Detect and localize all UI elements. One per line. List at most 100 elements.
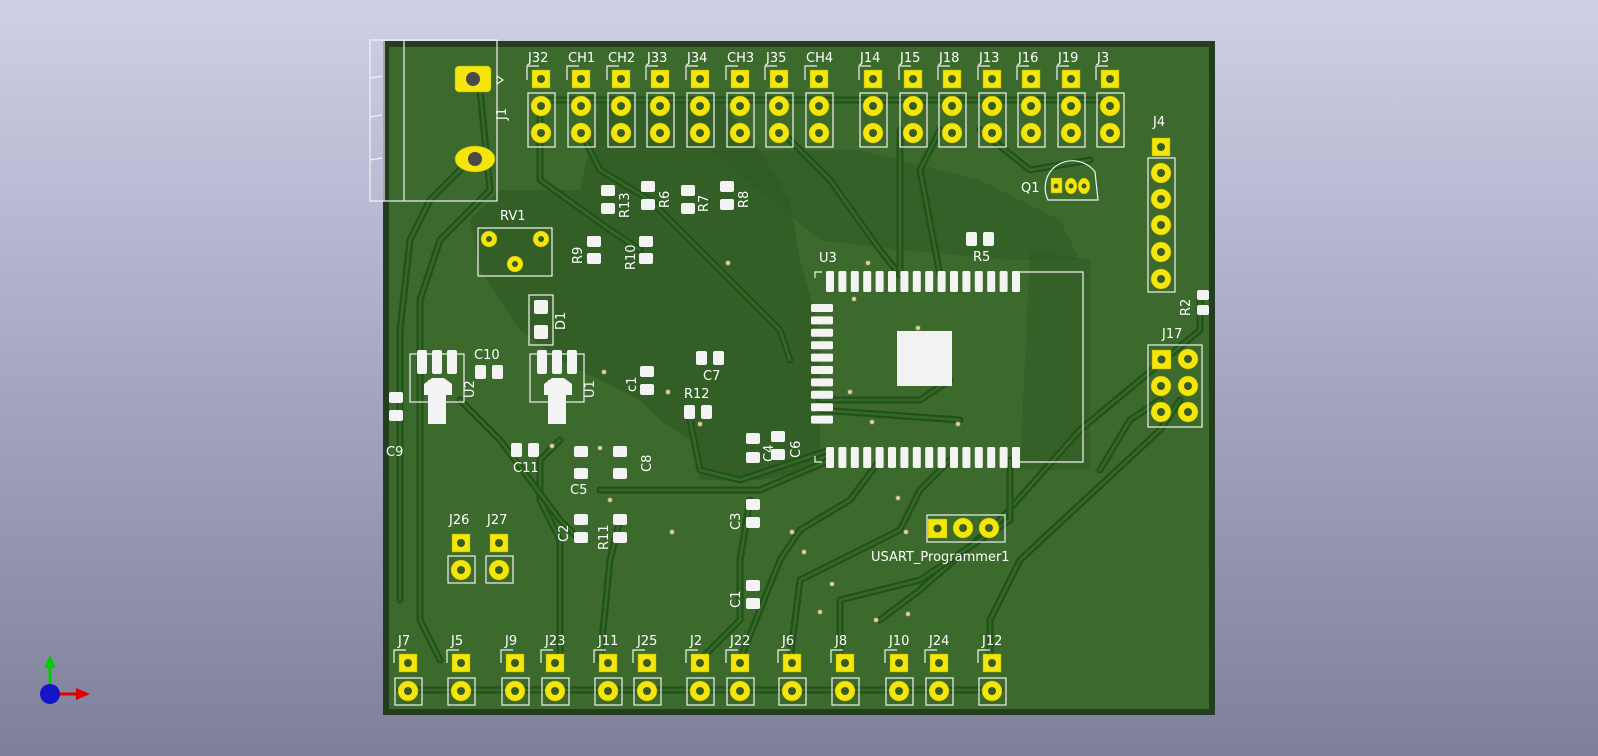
c5-label: C5 — [570, 483, 587, 498]
r11-resistor[interactable]: R11 — [597, 514, 627, 550]
header-j34[interactable]: J34 — [685, 51, 715, 148]
header-j15[interactable]: J15 — [898, 51, 928, 148]
j17-header[interactable]: J17 — [1147, 327, 1203, 428]
c6-capacitor[interactable]: C6 — [771, 431, 804, 460]
rv1-trimmer[interactable]: RV1 — [477, 209, 553, 277]
j27-label: J27 — [486, 513, 507, 528]
header-j11[interactable]: J11 — [593, 634, 623, 706]
u3-microcontroller[interactable]: U3 — [811, 251, 1084, 468]
header-j32[interactable]: J32 — [526, 51, 556, 148]
r9-label: R9 — [571, 247, 586, 264]
header-j3[interactable]: J3 — [1095, 51, 1125, 148]
header-label: CH2 — [608, 51, 635, 66]
header-j9[interactable]: J9 — [500, 634, 530, 706]
header-j14[interactable]: J14 — [858, 51, 888, 148]
c7-label: C7 — [703, 369, 720, 384]
j26-header[interactable]: J26 — [447, 513, 476, 584]
header-j13[interactable]: J13 — [977, 51, 1007, 148]
header-ch4[interactable]: CH4 — [804, 51, 834, 148]
c9-label: C9 — [386, 445, 403, 460]
r12-label: R12 — [684, 387, 710, 402]
header-label: J33 — [646, 51, 667, 66]
r6-label: R6 — [658, 191, 673, 208]
r10-resistor[interactable]: R10 — [624, 236, 653, 270]
j4-header[interactable]: J4 — [1147, 115, 1176, 293]
r2-label: R2 — [1179, 299, 1194, 316]
header-j18[interactable]: J18 — [937, 51, 967, 148]
header-j2[interactable]: J2 — [685, 634, 715, 706]
c7-capacitor[interactable]: C7 — [696, 351, 724, 384]
c4-capacitor[interactable]: C4 — [746, 433, 777, 463]
r9-resistor[interactable]: R9 — [571, 236, 601, 264]
c1-small-capacitor[interactable]: c1 — [625, 366, 654, 395]
j27-header[interactable]: J27 — [485, 513, 514, 584]
header-label: CH1 — [568, 51, 595, 66]
header-ch1[interactable]: CH1 — [566, 51, 596, 148]
r6-resistor[interactable]: R6 — [641, 181, 673, 210]
c11-capacitor[interactable]: C11 — [511, 443, 539, 476]
header-label: J16 — [1017, 51, 1038, 66]
header-ch3[interactable]: CH3 — [725, 51, 755, 148]
header-j12[interactable]: J12 — [977, 634, 1007, 706]
c5-capacitor[interactable]: C5 — [570, 446, 588, 498]
u3-label: U3 — [819, 251, 837, 266]
header-label: J5 — [450, 634, 463, 649]
c9-capacitor[interactable]: C9 — [386, 392, 403, 460]
header-ch2[interactable]: CH2 — [606, 51, 636, 148]
r5-resistor[interactable]: R5 — [966, 232, 994, 265]
r2-resistor[interactable]: R2 — [1179, 290, 1209, 316]
header-j22[interactable]: J22 — [725, 634, 755, 706]
c6-label: C6 — [789, 441, 804, 458]
header-j35[interactable]: J35 — [764, 51, 794, 148]
header-label: J22 — [729, 634, 750, 649]
header-j16[interactable]: J16 — [1016, 51, 1046, 148]
u2-regulator[interactable]: U2 — [409, 350, 478, 424]
j1-terminal[interactable]: J1 — [369, 39, 510, 202]
r12-resistor[interactable]: R12 — [684, 387, 712, 419]
c1-capacitor[interactable]: C1 — [729, 580, 760, 609]
c10-capacitor[interactable]: C10 — [474, 348, 503, 379]
header-label: J24 — [928, 634, 949, 649]
passives: R13 R6 R7 R8 R9 R10 — [386, 181, 994, 609]
r5-label: R5 — [973, 250, 990, 265]
header-label: J8 — [834, 634, 847, 649]
j1-label: J1 — [495, 108, 510, 121]
header-j33[interactable]: J33 — [645, 51, 675, 148]
header-label: J12 — [981, 634, 1002, 649]
header-label: J13 — [978, 51, 999, 66]
r10-label: R10 — [624, 244, 639, 270]
header-label: J11 — [597, 634, 618, 649]
header-label: J2 — [689, 634, 702, 649]
r8-resistor[interactable]: R8 — [720, 181, 752, 210]
c2-capacitor[interactable]: C2 — [557, 514, 588, 543]
r7-resistor[interactable]: R7 — [681, 185, 712, 214]
c3-capacitor[interactable]: C3 — [729, 499, 760, 530]
header-label: J18 — [938, 51, 959, 66]
bottom-header-row: J7 J5 J9 J23 J11 J25 J2 J22 J6 J8 J10 J24 J12 — [393, 634, 1007, 706]
header-j10[interactable]: J10 — [884, 634, 914, 706]
header-j19[interactable]: J19 — [1056, 51, 1086, 148]
q1-transistor[interactable]: Q1 — [1021, 160, 1099, 201]
u1-regulator[interactable]: U1 — [529, 350, 598, 424]
header-label: J25 — [636, 634, 657, 649]
c8-capacitor[interactable]: C8 — [613, 446, 655, 479]
header-j24[interactable]: J24 — [924, 634, 954, 706]
header-j25[interactable]: J25 — [632, 634, 662, 706]
header-label: CH4 — [806, 51, 833, 66]
r11-label: R11 — [597, 524, 612, 550]
header-j5[interactable]: J5 — [446, 634, 476, 706]
usart-programmer-header[interactable]: USART_Programmer1 — [871, 514, 1010, 565]
header-j7[interactable]: J7 — [393, 634, 423, 706]
header-label: J7 — [397, 634, 410, 649]
header-j8[interactable]: J8 — [830, 634, 860, 706]
c11-label: C11 — [513, 461, 539, 476]
d1-diode[interactable]: D1 — [528, 294, 569, 346]
header-label: J34 — [686, 51, 707, 66]
u1-label: U1 — [583, 380, 598, 398]
header-label: J9 — [504, 634, 517, 649]
header-j23[interactable]: J23 — [540, 634, 570, 706]
r13-resistor[interactable]: R13 — [601, 185, 633, 218]
header-label: J32 — [527, 51, 548, 66]
header-j6[interactable]: J6 — [777, 634, 807, 706]
